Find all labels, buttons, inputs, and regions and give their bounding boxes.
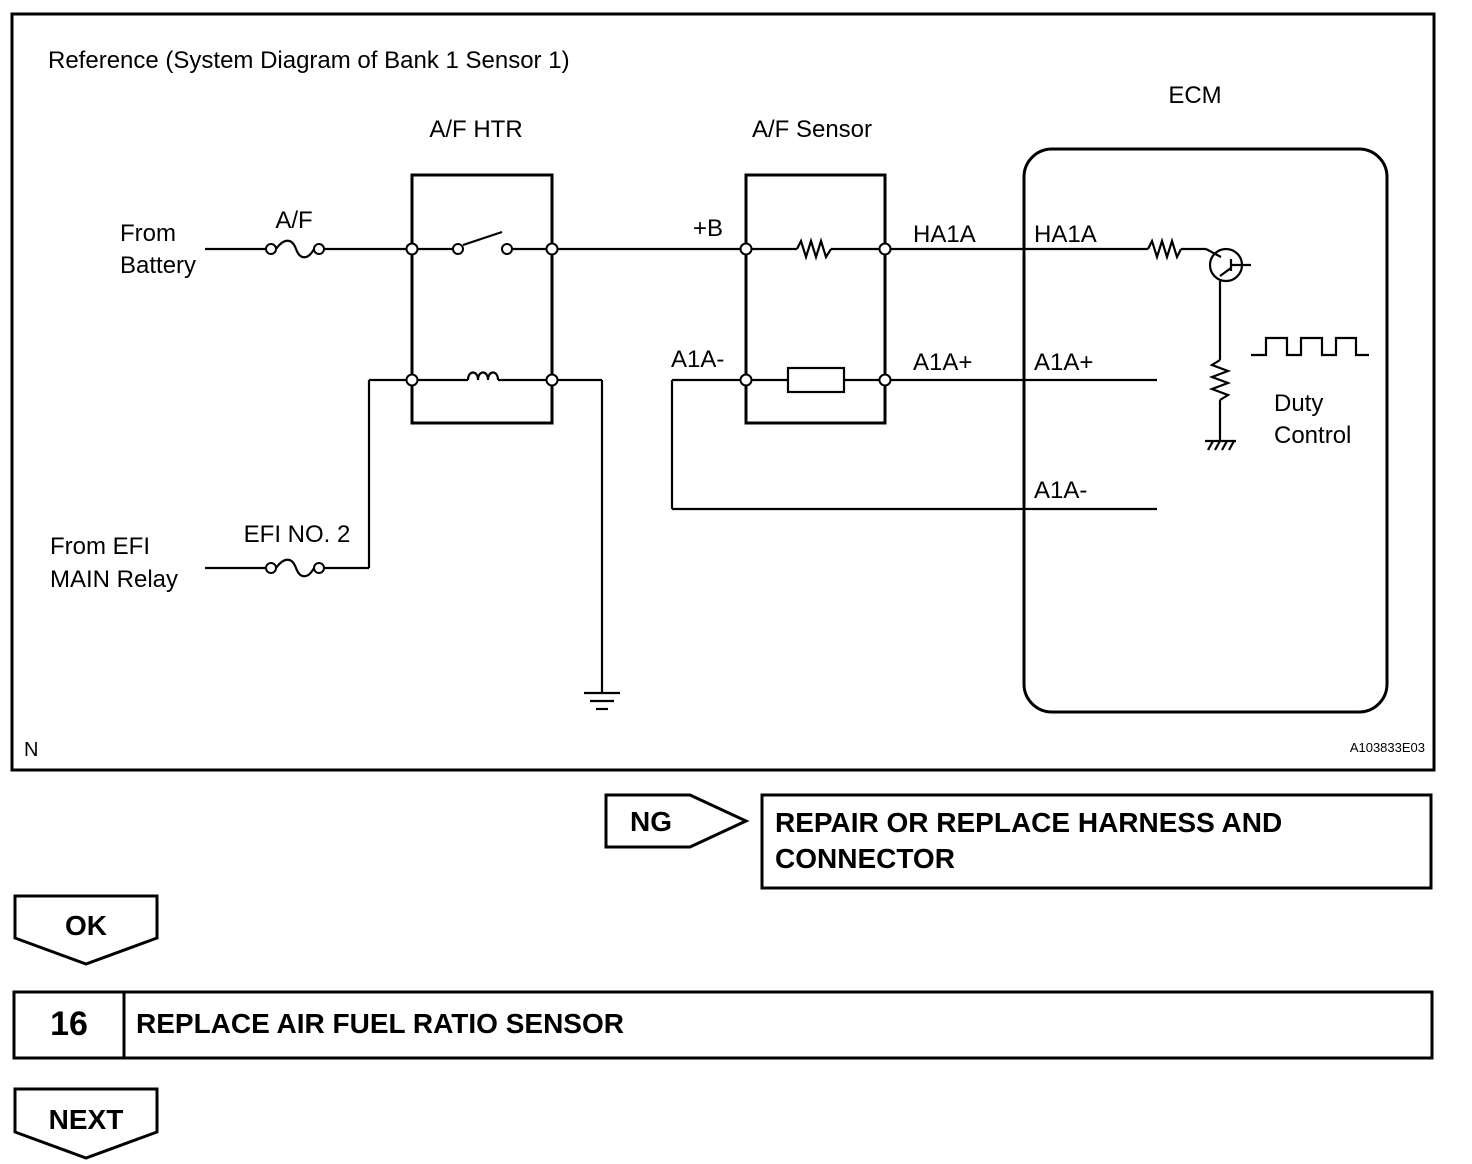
pin-a1a-minus-ecm: A1A- [1034, 477, 1087, 504]
heater-power-circuit [205, 230, 1206, 261]
pin-a1a-plus-ecm: A1A+ [1034, 349, 1093, 376]
ng-label: NG [630, 806, 672, 837]
ecm-label: ECM [1168, 82, 1221, 109]
ecm-box [1022, 147, 1389, 714]
next-branch: NEXT [13, 1087, 159, 1160]
ecm-driver-circuit [1205, 247, 1369, 451]
sensor-signal-circuit [670, 366, 1157, 511]
figure-id: A103833E03 [1350, 740, 1425, 755]
duty-pulse-icon [1251, 336, 1369, 357]
step-number: 16 [50, 1005, 88, 1043]
ng-action-line1: REPAIR OR REPLACE HARNESS AND [775, 807, 1282, 838]
pin-ha1a-ecm: HA1A [1034, 221, 1097, 248]
from-efi-line1: From EFI [50, 533, 150, 560]
from-battery-line1: From [120, 220, 176, 247]
af-sensor-box [744, 173, 887, 425]
relay-coil-icon [466, 371, 500, 381]
pin-ha1a-sensor: HA1A [913, 221, 976, 248]
ng-action-box [760, 793, 1433, 890]
af-fuse-icon [275, 239, 315, 259]
pin-a1a-minus-sensor: A1A- [671, 346, 724, 373]
from-efi-line2: MAIN Relay [50, 566, 178, 593]
duty-label-line2: Control [1274, 422, 1351, 449]
af-sensor-label: A/F Sensor [752, 116, 872, 143]
efi-fuse-icon [275, 558, 315, 578]
corner-mark: N [24, 739, 38, 761]
diagram-title: Reference (System Diagram of Bank 1 Sens… [48, 47, 570, 74]
pin-a1a-plus-sensor: A1A+ [913, 349, 972, 376]
ecm-resistor-icon [1147, 237, 1182, 261]
ok-label: OK [65, 910, 107, 941]
af-fuse-label: A/F [275, 207, 312, 234]
ok-arrow-icon [13, 894, 159, 966]
ng-arrow-icon [604, 793, 750, 849]
from-battery-line2: Battery [120, 252, 196, 279]
ng-action-line2: CONNECTOR [775, 843, 955, 874]
af-htr-relay-box [410, 173, 554, 425]
ok-branch: OK [13, 894, 159, 966]
efi-fuse-label: EFI NO. 2 [244, 521, 351, 548]
af-htr-label: A/F HTR [429, 116, 522, 143]
step-16: 16 REPLACE AIR FUEL RATIO SENSOR [12, 990, 1434, 1060]
system-diagram: Reference (System Diagram of Bank 1 Sens… [10, 12, 1436, 772]
relay-switch-icon [462, 230, 503, 247]
heater-resistor-icon [796, 237, 832, 261]
diagram-frame [10, 12, 1436, 772]
sensor-element-icon [786, 366, 846, 394]
ng-branch: NG REPAIR OR REPLACE HARNESS AND CONNECT… [604, 793, 1433, 890]
terminals [265, 242, 892, 574]
step-box [12, 990, 1434, 1060]
duty-label-line1: Duty [1274, 390, 1323, 417]
pin-plus-b: +B [693, 215, 723, 242]
next-arrow-icon [13, 1087, 159, 1160]
next-label: NEXT [49, 1104, 124, 1135]
pulldown-resistor-icon [1208, 359, 1232, 401]
step-title: REPLACE AIR FUEL RATIO SENSOR [136, 1008, 624, 1039]
